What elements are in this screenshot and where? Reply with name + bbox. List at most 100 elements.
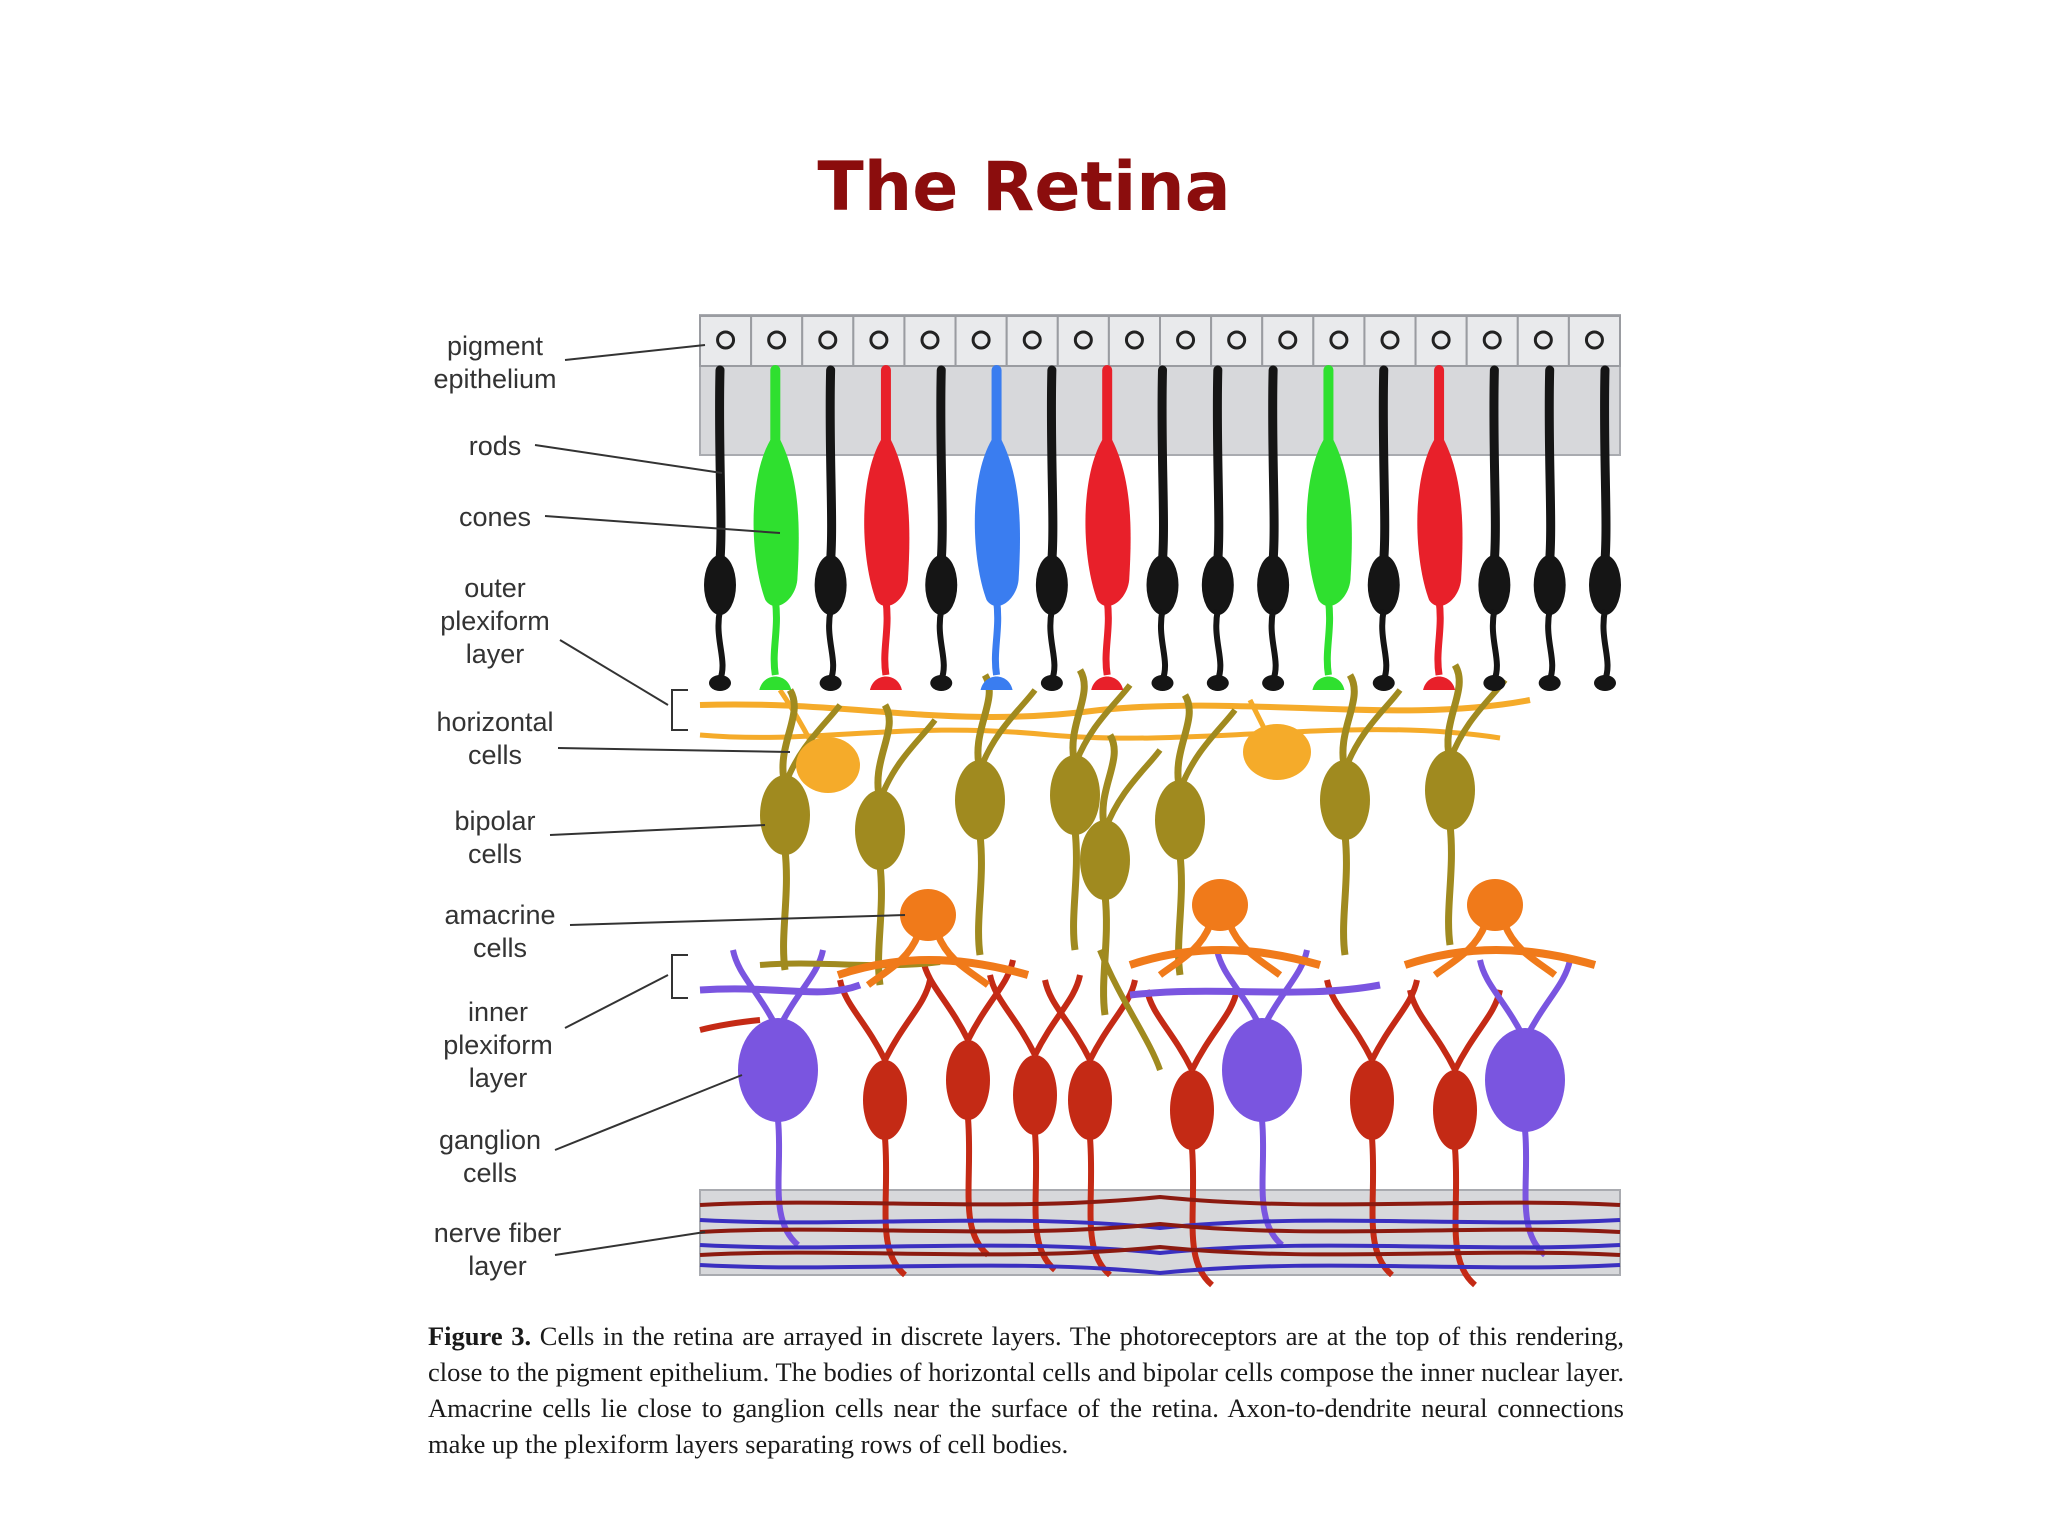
bipolar-cell <box>855 703 938 986</box>
horizontal-cell-body <box>796 737 860 793</box>
cone-red-cell <box>864 365 910 690</box>
bipolar-cell <box>1320 673 1403 956</box>
bipolar-cell <box>1155 693 1238 976</box>
pigment-cell-nucleus <box>1533 330 1553 350</box>
pigment-cell-nucleus <box>767 330 787 350</box>
horizontal-cell-body <box>1243 724 1311 780</box>
ganglion-dendrite <box>1129 981 1381 999</box>
pigment-cell-nucleus <box>1482 330 1502 350</box>
horizontal-cells <box>796 724 1311 793</box>
pigment-cell-nucleus <box>1278 330 1298 350</box>
pigment-cell-nucleus <box>869 330 889 350</box>
pigment-cell <box>1516 315 1570 367</box>
nerve-fiber <box>699 1244 1621 1257</box>
page-title: The Retina <box>817 148 1231 227</box>
pigment-cell <box>954 315 1008 367</box>
figure-caption: Figure 3. Cells in the retina are arraye… <box>428 1318 1624 1462</box>
photoreceptors <box>704 365 1621 691</box>
ganglion-dendrite <box>699 1017 761 1033</box>
leader-line <box>549 824 766 836</box>
pigment-cell-nucleus <box>971 330 991 350</box>
bipolar-terminal <box>1097 948 1163 1071</box>
label-amacrine-cells: amacrine cells <box>444 900 556 963</box>
pigment-cell-nucleus <box>1124 330 1144 350</box>
cone-blue-cell <box>974 365 1021 690</box>
ganglion-dendrite <box>699 981 862 996</box>
ganglion-cell-red <box>987 974 1083 1273</box>
rod-cell <box>1589 365 1621 691</box>
pigment-epithelium-cells <box>699 315 1622 367</box>
leader-line <box>534 444 723 474</box>
label-nerve-fiber-layer: nerve fiber layer <box>433 1218 562 1281</box>
rod-cell <box>1035 365 1068 691</box>
rod-cell <box>814 365 847 691</box>
rod-cell <box>1257 365 1290 691</box>
pigment-cell <box>903 315 957 367</box>
pigment-cell-nucleus <box>818 330 838 350</box>
pigment-cell <box>852 315 906 367</box>
cone-red-cell <box>1085 365 1131 690</box>
leader-line <box>569 914 906 926</box>
pigment-cell <box>1363 315 1417 367</box>
pigment-cell-nucleus <box>1176 330 1196 350</box>
ganglion-cell-red <box>1042 979 1138 1278</box>
pigment-cell <box>1056 315 1110 367</box>
rod-cell <box>1367 365 1400 691</box>
bipolar-cell <box>760 688 843 971</box>
cone-red-cell <box>1417 365 1463 690</box>
pigment-cell <box>1567 315 1622 367</box>
label-cones: cones <box>458 502 532 532</box>
cone-green-cell <box>753 365 799 690</box>
label-outer-plexiform-layer: outer plexiform layer <box>440 573 550 669</box>
pigment-cell-nucleus <box>1022 330 1042 350</box>
label-leader-lines <box>534 344 906 1256</box>
rod-cell <box>1478 365 1511 691</box>
label-ganglion-cells: ganglion cells <box>438 1125 542 1188</box>
inner-plexiform-bracket <box>671 954 688 999</box>
pigment-cell <box>1312 315 1366 367</box>
pigment-cell-nucleus <box>1227 330 1247 350</box>
nerve-fiber <box>699 1221 1621 1234</box>
leader-line <box>564 974 669 1029</box>
bipolar-cell <box>1425 663 1508 946</box>
ganglion-cells <box>699 949 1573 1288</box>
ganglion-cell-purple <box>1214 949 1310 1248</box>
amacrine-cell <box>1403 879 1597 978</box>
leader-line <box>554 1231 706 1256</box>
leader-line <box>557 747 791 753</box>
nerve-fiber <box>699 1243 1621 1256</box>
rod-cell <box>1533 365 1566 691</box>
pigment-cell <box>1261 315 1315 367</box>
pigment-cell <box>750 315 804 367</box>
outer-plexiform-bracket <box>671 689 688 731</box>
pigment-cell <box>1210 315 1264 367</box>
ganglion-cell-purple <box>730 949 826 1248</box>
leader-line <box>559 639 669 706</box>
rod-cell <box>1146 365 1179 691</box>
cone-green-cell <box>1306 365 1352 690</box>
leader-line <box>564 344 706 361</box>
horizontal-process <box>699 697 1531 720</box>
ganglion-cell-purple <box>1477 959 1573 1258</box>
amacrine-cell <box>1128 879 1322 978</box>
label-inner-plexiform-layer: inner plexiform layer <box>443 997 553 1093</box>
nerve-fiber <box>699 1263 1621 1276</box>
pigment-cell-nucleus <box>1380 330 1400 350</box>
figure-caption-text: Cells in the retina are arrayed in discr… <box>428 1321 1624 1459</box>
bipolar-cell <box>1050 668 1133 951</box>
bipolar-cell <box>955 673 1038 956</box>
rod-cell <box>704 365 736 691</box>
pigment-cell-nucleus <box>1329 330 1349 350</box>
pigment-cell <box>1159 315 1213 367</box>
leader-line <box>544 515 781 534</box>
pigment-cell-nucleus <box>716 330 736 350</box>
pigment-cell <box>1414 315 1468 367</box>
leader-line <box>554 1074 743 1151</box>
pigment-cell <box>1465 315 1519 367</box>
amacrine-cells <box>836 879 1597 988</box>
rod-cell <box>925 365 958 691</box>
figure-number: Figure 3. <box>428 1321 532 1351</box>
label-rods: rods <box>468 431 522 461</box>
label-pigment-epithelium: pigment epithelium <box>433 331 557 394</box>
